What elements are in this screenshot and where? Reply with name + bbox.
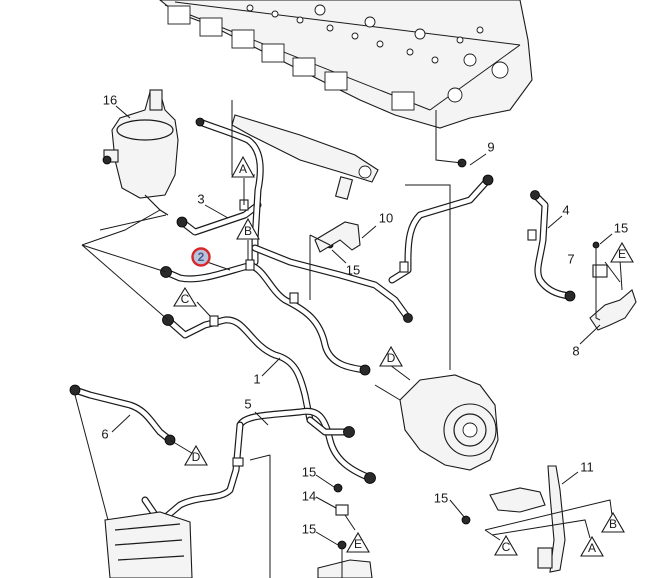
highlight-ring: [191, 247, 211, 267]
ecu-module: [104, 511, 193, 578]
bracket-10: [314, 221, 361, 253]
bracket-11: [489, 465, 566, 573]
marker-e-right[interactable]: E: [610, 241, 634, 263]
hose-9: [388, 176, 492, 284]
marker-letter: D: [387, 351, 396, 365]
marker-letter: C: [181, 292, 190, 306]
callout-5[interactable]: 5: [244, 396, 251, 411]
marker-letter: E: [618, 247, 626, 261]
hose-6: [71, 386, 174, 444]
callout-15-b[interactable]: 15: [614, 220, 628, 235]
bracket-8: [589, 289, 637, 331]
callout-10[interactable]: 10: [379, 210, 393, 225]
callout-4[interactable]: 4: [562, 202, 569, 217]
hose-mid: [246, 261, 369, 374]
callout-15-a[interactable]: 15: [346, 262, 360, 277]
marker-d-center[interactable]: D: [379, 345, 403, 367]
callout-7[interactable]: 7: [567, 251, 574, 266]
filter-housing: [102, 89, 179, 216]
callout-11[interactable]: 11: [580, 459, 594, 474]
callout-15-c[interactable]: 15: [302, 464, 316, 479]
hose-1: [164, 316, 314, 424]
hose-cross: [251, 244, 412, 322]
hose-5b: [141, 421, 244, 526]
callout-8[interactable]: 8: [572, 343, 579, 358]
pump-assembly: [399, 374, 499, 471]
callout-15-e[interactable]: 15: [434, 490, 448, 505]
marker-letter: D: [192, 450, 201, 464]
marker-c-left[interactable]: C: [173, 286, 197, 307]
marker-d-left[interactable]: D: [184, 444, 208, 466]
callout-3[interactable]: 3: [197, 191, 204, 206]
fuel-rail: [231, 114, 379, 200]
marker-letter: A: [239, 162, 247, 176]
hose-5: [236, 407, 374, 482]
callout-9[interactable]: 9: [487, 139, 494, 154]
callout-1[interactable]: 1: [253, 371, 260, 386]
marker-letter: B: [609, 517, 617, 531]
cylinder-head: [159, 0, 533, 129]
bottom-bracket: [317, 559, 373, 578]
marker-c-bottom[interactable]: C: [494, 534, 518, 556]
hose-4: [531, 191, 574, 300]
hose-pump: [306, 416, 349, 436]
hose-3: [178, 201, 262, 236]
marker-a-upper[interactable]: A: [231, 155, 255, 178]
callout-15-d[interactable]: 15: [302, 521, 316, 536]
callout-6[interactable]: 6: [101, 426, 108, 441]
hose-upper: [196, 118, 264, 266]
marker-letter: B: [244, 224, 252, 238]
marker-letter: A: [588, 541, 596, 555]
marker-letter: C: [502, 540, 511, 554]
marker-a-bottom[interactable]: A: [580, 535, 604, 557]
marker-b-bottom[interactable]: B: [601, 511, 625, 533]
callout-2[interactable]: 2: [198, 250, 205, 264]
leader-lines: [74, 100, 623, 578]
callout-2-highlighted[interactable]: 2: [191, 247, 211, 267]
callout-14[interactable]: 14: [302, 488, 316, 503]
marker-b-upper[interactable]: B: [236, 217, 260, 240]
callout-16[interactable]: 16: [103, 92, 117, 107]
hose-2: [162, 262, 252, 283]
marker-letter: E: [354, 537, 362, 551]
marker-e-bottom[interactable]: E: [346, 531, 370, 553]
